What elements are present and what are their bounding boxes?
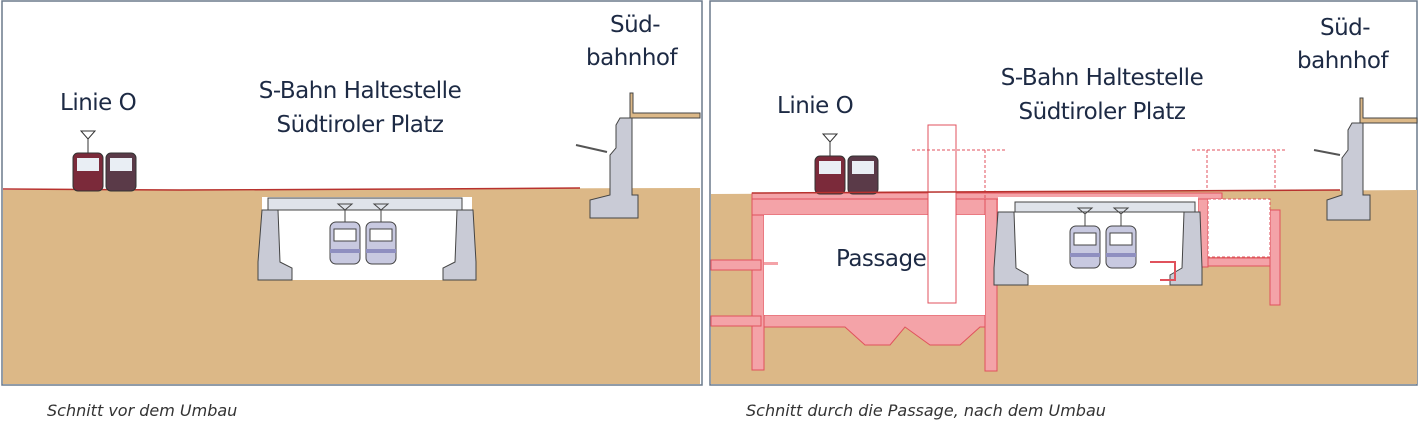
label-station-line2: Südtiroler Platz bbox=[276, 112, 444, 138]
label-sued: Süd- bbox=[610, 12, 661, 38]
label-station-line1: S-Bahn Haltestelle bbox=[258, 78, 462, 104]
left-panel bbox=[1, 0, 703, 386]
label-sued: Süd- bbox=[1320, 15, 1371, 41]
label-bahnhof: bahnhof bbox=[586, 45, 678, 71]
soil bbox=[3, 188, 700, 384]
label-linie-o: Linie O bbox=[777, 93, 854, 119]
shaft bbox=[927, 124, 957, 304]
caption-before: Schnitt vor dem Umbau bbox=[47, 401, 238, 420]
caption-after: Schnitt durch die Passage, nach dem Umba… bbox=[746, 401, 1106, 420]
label-bahnhof: bahnhof bbox=[1297, 48, 1389, 74]
label-station-line1: S-Bahn Haltestelle bbox=[1000, 65, 1204, 91]
label-station-line2: Südtiroler Platz bbox=[1018, 99, 1186, 125]
label-linie-o: Linie O bbox=[60, 90, 137, 116]
suedbahnhof-wall bbox=[629, 92, 701, 119]
right-panel bbox=[709, 0, 1418, 386]
label-passage: Passage bbox=[836, 246, 927, 272]
